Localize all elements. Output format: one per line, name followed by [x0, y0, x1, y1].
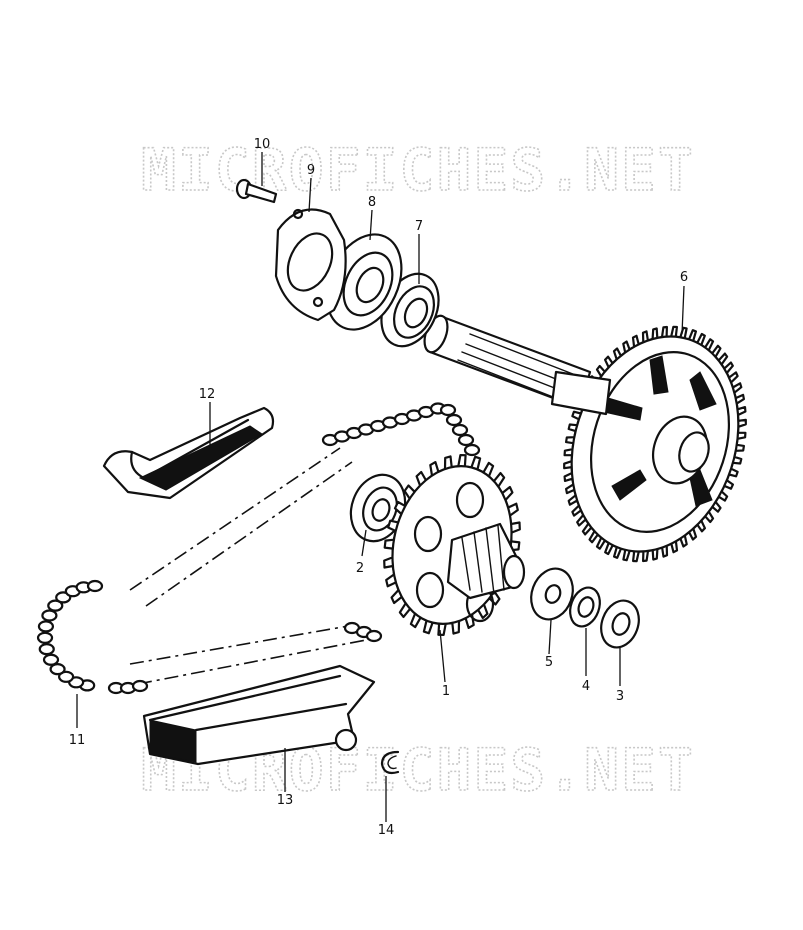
circlip-icon	[380, 750, 400, 775]
part-label-1: 1	[442, 684, 450, 699]
chain-link	[42, 653, 60, 666]
part-label-14: 14	[378, 823, 395, 838]
driven-gear-shaft-icon	[423, 314, 747, 563]
leader-lines	[76, 152, 685, 822]
part-label-2: 2	[356, 561, 364, 576]
part-label-7: 7	[415, 219, 423, 234]
part-label-9: 9	[307, 163, 315, 178]
part-label-13: 13	[277, 793, 294, 808]
part-label-8: 8	[368, 195, 376, 210]
chain-link	[365, 629, 383, 643]
chain-link	[439, 403, 457, 417]
part-label-6: 6	[680, 270, 688, 285]
chain-link	[47, 599, 64, 612]
part-label-10: 10	[254, 137, 271, 152]
part-label-3: 3	[616, 689, 624, 704]
washer-icon	[600, 599, 640, 649]
part-label-12: 12	[199, 387, 216, 402]
watermark-top: MICROFICHES.NET	[141, 136, 695, 204]
chain-link	[131, 679, 149, 693]
drive-sprocket-icon	[383, 454, 526, 636]
chain-link	[49, 663, 66, 676]
chain-link	[37, 620, 55, 633]
chain-link	[58, 670, 75, 683]
washer-icon	[530, 567, 574, 621]
chain-link	[445, 413, 463, 427]
chain-link	[36, 631, 54, 644]
chain-link	[457, 433, 475, 447]
part-label-4: 4	[582, 679, 590, 694]
chain-link	[451, 423, 469, 437]
washer-icon	[569, 586, 601, 628]
chain-link	[86, 579, 104, 593]
part-label-5: 5	[545, 655, 553, 670]
part-label-11: 11	[69, 733, 86, 748]
chain-link	[41, 609, 58, 622]
chain-link	[463, 443, 481, 457]
bearing-retainer-icon	[274, 208, 347, 322]
chain-guide-icon	[142, 664, 376, 766]
drive-chain-icon	[36, 402, 481, 695]
chain-guide-icon	[102, 406, 275, 500]
screw-icon	[235, 178, 278, 204]
chain-link	[38, 643, 55, 656]
